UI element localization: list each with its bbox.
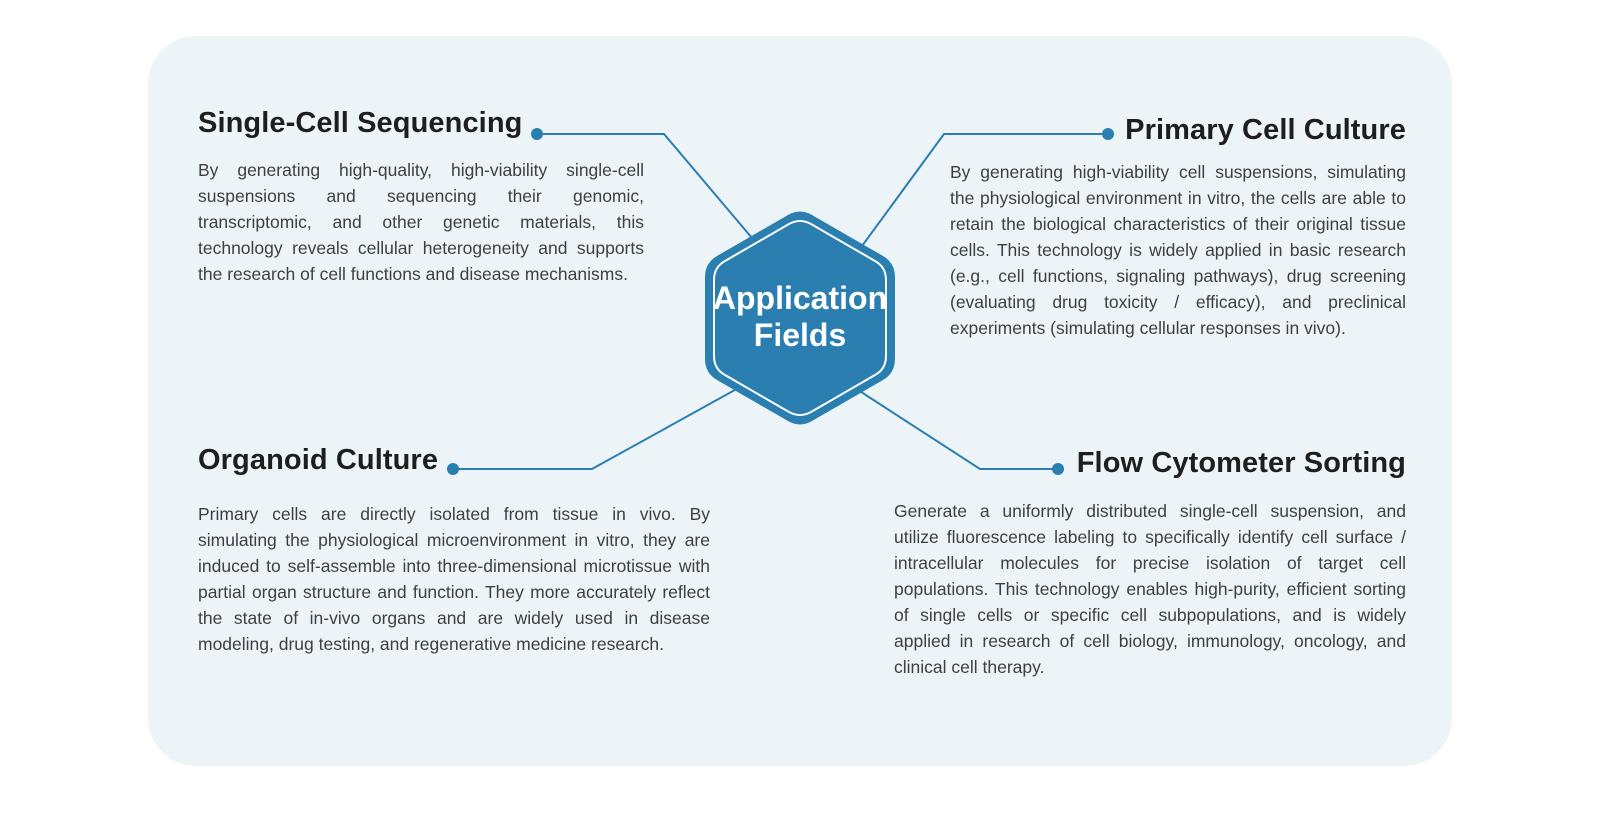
connector-flow-cytometer-sorting: [854, 387, 1058, 470]
connector-organoid-culture: [453, 385, 743, 470]
center-hexagon-inner-border: [713, 220, 887, 416]
section-title: Primary Cell Culture: [1125, 114, 1406, 146]
section-single-cell-sequencing: Single-Cell Sequencing By generating hig…: [198, 107, 644, 287]
connector-single-cell-sequencing: [537, 133, 753, 239]
center-label-line-2: Fields: [753, 317, 847, 353]
section-title: Organoid Culture: [198, 444, 439, 476]
section-primary-cell-culture: Primary Cell Culture By generating high-…: [950, 114, 1406, 341]
center-hexagon: [705, 211, 895, 425]
section-organoid-culture: Organoid Culture Primary cells are direc…: [198, 444, 710, 657]
connector-dot-organoid-culture: [447, 463, 459, 475]
section-description: By generating high-quality, high-viabili…: [198, 160, 644, 284]
section-description: Generate a uniformly distributed single-…: [894, 501, 1406, 677]
section-title: Flow Cytometer Sorting: [1076, 447, 1406, 479]
section-flow-cytometer-sorting: Flow Cytometer Sorting Generate a unifor…: [894, 447, 1406, 680]
connector-dot-flow-cytometer-sorting: [1052, 463, 1064, 475]
connector-dot-single-cell-sequencing: [531, 128, 543, 140]
center-label-line-1: Application: [712, 280, 888, 316]
connector-dot-primary-cell-culture: [1102, 128, 1114, 140]
section-title: Single-Cell Sequencing: [198, 107, 523, 139]
connector-primary-cell-culture: [861, 133, 1108, 247]
center-label: Application Fields: [700, 280, 900, 354]
section-description: Primary cells are directly isolated from…: [198, 504, 710, 654]
section-description: By generating high-viability cell suspen…: [950, 162, 1406, 338]
